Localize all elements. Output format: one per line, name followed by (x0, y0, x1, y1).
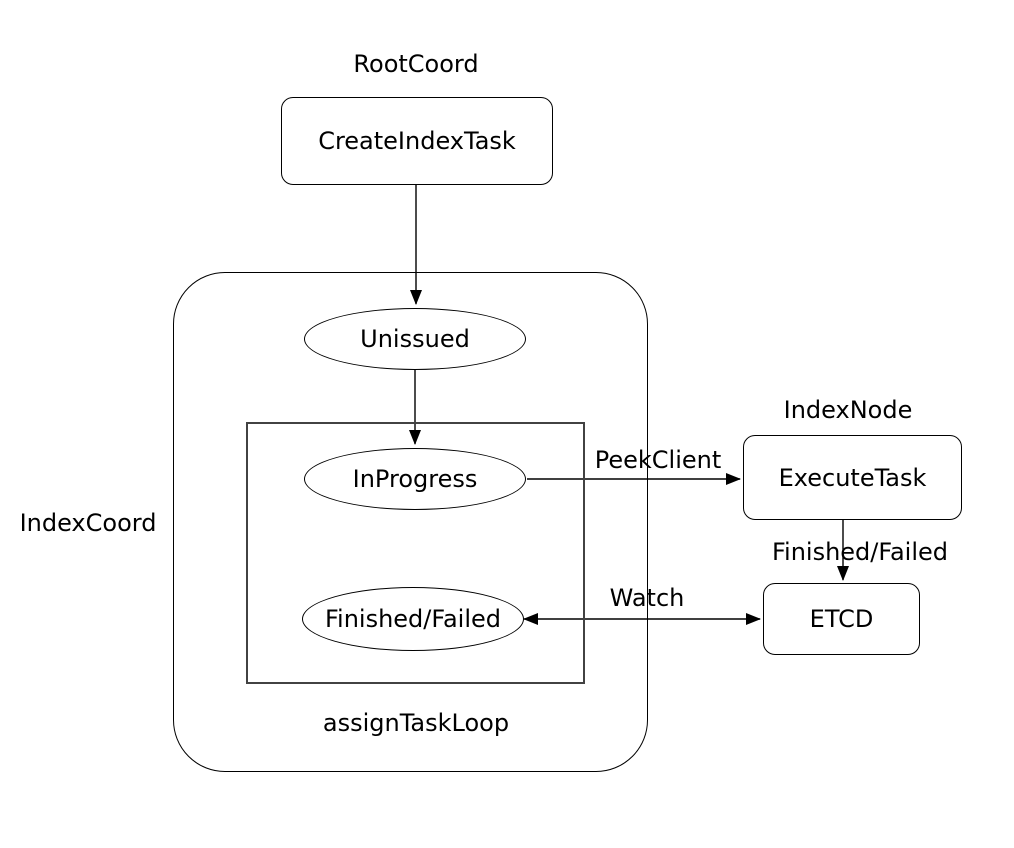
index-node-label: IndexNode (783, 396, 913, 424)
node-finished-failed-label: Finished/Failed (324, 605, 502, 633)
node-create-index-task-label: CreateIndexTask (318, 127, 516, 155)
node-unissued: Unissued (304, 308, 526, 370)
edge-label-peek-client: PeekClient (594, 446, 722, 474)
node-execute-task-label: ExecuteTask (778, 463, 927, 492)
edge-label-watch: Watch (609, 584, 685, 612)
assign-task-loop-label: assignTaskLoop (322, 709, 510, 737)
root-coord-label: RootCoord (353, 50, 479, 78)
assign-task-loop-container (246, 422, 585, 684)
node-unissued-label: Unissued (360, 325, 470, 353)
node-in-progress-label: InProgress (352, 465, 478, 493)
index-coord-container (173, 272, 648, 772)
node-finished-failed: Finished/Failed (302, 587, 524, 651)
node-etcd-label: ETCD (809, 605, 874, 633)
node-execute-task: ExecuteTask (743, 435, 962, 520)
node-etcd: ETCD (763, 583, 920, 655)
node-create-index-task: CreateIndexTask (281, 97, 553, 185)
node-in-progress: InProgress (304, 448, 526, 510)
edge-label-finished-failed: Finished/Failed (771, 538, 949, 566)
index-coord-label: IndexCoord (19, 509, 157, 537)
